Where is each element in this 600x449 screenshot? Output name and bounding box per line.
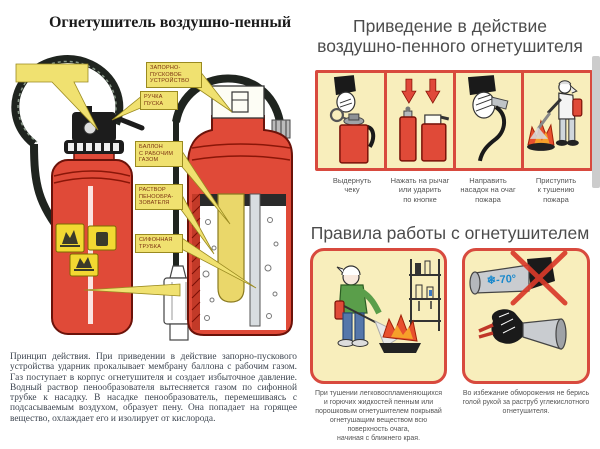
nozzle-pointer xyxy=(83,283,181,297)
co2-horn-bottom xyxy=(522,318,562,350)
rule-a-caption: При тушении легковоспламеняющихся и горю… xyxy=(314,390,443,443)
step-2-art xyxy=(398,78,449,162)
principle-of-operation-text: Принцип действия. При приведении в дейст… xyxy=(10,352,297,424)
handle-red xyxy=(478,323,494,339)
blank-callout xyxy=(15,63,99,131)
rule-panel-b-art: ❄-70° xyxy=(469,251,568,350)
rule-panel-foam-use xyxy=(310,248,447,384)
rules-title: Правила работы с огнетушителем xyxy=(310,223,590,243)
callout-trigger-handle: РУЧКА ПУСКА xyxy=(140,91,178,111)
activation-title: Приведение в действие воздушно-пенного о… xyxy=(317,16,583,56)
rule-b-caption: Во избежание обморожения не берись голой… xyxy=(462,390,590,416)
step-2-caption: Нажать на рычаг или ударить по кнопке xyxy=(390,176,450,204)
rule-panel-a-art xyxy=(334,259,441,353)
left-page-title: Огнетушитель воздушно-пенный xyxy=(48,14,292,31)
step-4-caption: Приступить к тушению пожара xyxy=(535,176,577,204)
rule-panel-frostbite-warning: ❄-70° xyxy=(462,248,590,384)
left-extinguisher-body xyxy=(51,106,145,335)
gas-cartridge xyxy=(217,193,245,303)
safety-pin-ring xyxy=(329,107,345,123)
cutaway-interior xyxy=(191,193,286,330)
step-3-aim-nozzle xyxy=(452,73,522,168)
callout-shutoff-device: ЗАПОРНО- ПУСКОВОЕ УСТРОЙСТВО xyxy=(146,62,202,88)
step-4-extinguish xyxy=(521,73,590,168)
page-edge-strip xyxy=(592,56,600,188)
fire-class-stickers xyxy=(55,223,117,277)
horn-temperature-label: ❄-70° xyxy=(486,273,516,287)
step-3-art xyxy=(467,75,508,162)
glove-bottom xyxy=(491,309,526,344)
callout-foam-solution: РАСТВОР ПЕНООБРА- ЗОВАТЕЛЯ xyxy=(135,184,183,210)
callout-siphon-tube: СИФОННАЯ ТРУБКА xyxy=(135,234,183,254)
step-1-caption: Выдернуть чеку xyxy=(332,176,372,195)
step-1-art xyxy=(329,75,376,164)
step-4-art xyxy=(527,80,583,151)
prohibition-cross xyxy=(510,251,568,306)
activation-steps-strip xyxy=(315,70,593,171)
siphon-tube-part xyxy=(249,193,261,327)
step-1-pull-pin xyxy=(318,73,384,168)
step-3-caption: Направить насадок на очаг пожара xyxy=(460,176,516,204)
callout-gas-cartridge: БАЛЛОН С РАБОЧИМ ГАЗОМ xyxy=(135,141,183,167)
step-2-press-lever xyxy=(383,73,453,168)
